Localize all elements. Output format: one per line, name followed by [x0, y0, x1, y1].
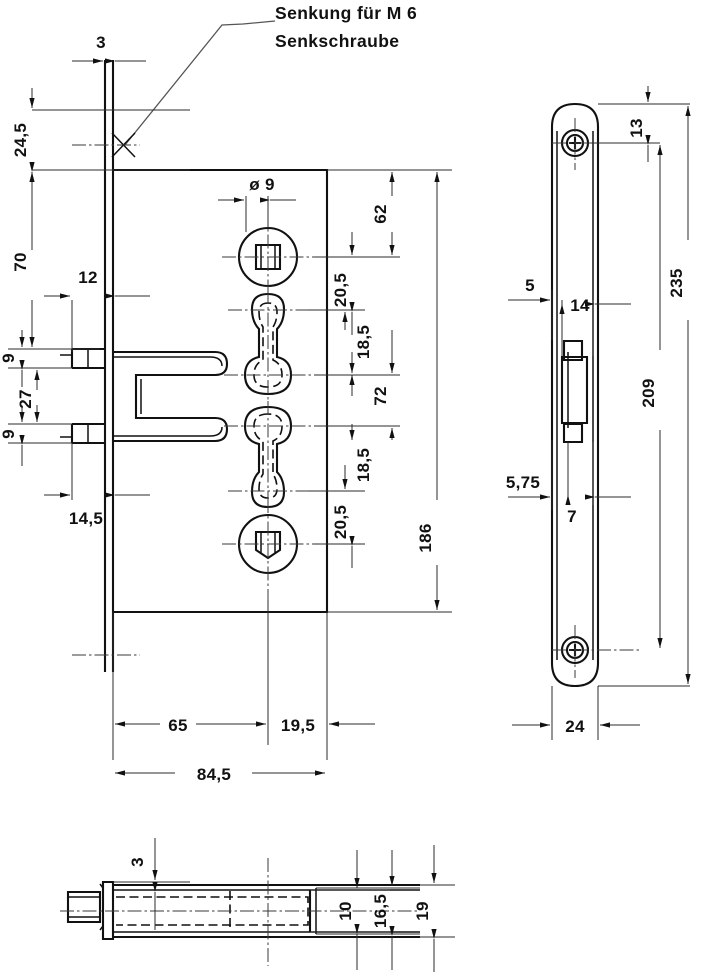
dim-5-75: 5,75 [506, 440, 553, 510]
dim-19-5-label: 19,5 [281, 716, 315, 735]
dim-7: 7 [565, 442, 631, 526]
screw-hole-bottom [552, 625, 640, 678]
side-view-faceplate-outline [550, 102, 600, 688]
front-view-case-outline [113, 168, 329, 614]
bottom-view-bolt-stub [66, 890, 102, 924]
dim-84-5: 84,5 [115, 765, 325, 784]
dim-18-5-top-label: 18,5 [354, 325, 373, 359]
dim-13: 13 [588, 86, 690, 162]
dim-b-19: 19 [413, 845, 455, 972]
dim-b-16-5-label: 16,5 [371, 894, 390, 928]
dim-65-label: 65 [168, 716, 188, 735]
dim-b-10-label: 10 [336, 901, 355, 921]
dim-24-5-label: 24,5 [11, 123, 30, 157]
dim-84-5-label: 84,5 [197, 765, 231, 784]
dim-14-5: 14,5 [44, 443, 150, 528]
note-senkung-line2: Senkschraube [275, 31, 399, 51]
dim-9-bot-label: 9 [0, 429, 18, 439]
dim-14: 14 [559, 296, 631, 356]
dim-20-5-bot-label: 20,5 [331, 505, 350, 539]
dim-12-label: 12 [78, 268, 98, 287]
bottom-view-faceplate [99, 880, 115, 941]
dim-20-5-top: 20,5 [308, 232, 365, 335]
dim-14-label: 14 [570, 296, 590, 315]
dim-14-5-label: 14,5 [69, 509, 103, 528]
dim-13-label: 13 [627, 118, 646, 138]
dim-5-75-label: 5,75 [506, 473, 540, 492]
spindle-hole-bottom [222, 499, 314, 600]
front-view: 3 24,5 70 12 [0, 33, 452, 784]
dim-62-label: 62 [371, 204, 390, 224]
dim-24-label: 24 [565, 717, 585, 736]
dim-235: 235 [598, 106, 691, 687]
dim-65: 65 [112, 600, 269, 760]
dim-diam-9-label: ø 9 [249, 175, 274, 194]
dim-209-label: 209 [639, 378, 658, 407]
dim-b-16-5: 16,5 [316, 850, 420, 970]
dim-70-label: 70 [11, 252, 30, 272]
dim-209: 209 [639, 145, 663, 648]
dim-235-label: 235 [667, 268, 686, 297]
note-senkung-line1: Senkung für M 6 [275, 3, 417, 23]
dim-19-5: 19,5 [281, 612, 375, 760]
dim-72: 72 [314, 330, 400, 440]
dim-3: 3 [72, 33, 146, 64]
dim-72-label: 72 [371, 386, 390, 406]
dim-5-label: 5 [525, 276, 535, 295]
dim-9-bot: 9 [0, 408, 72, 466]
front-view-faceplate [103, 60, 115, 672]
dim-24: 24 [512, 686, 640, 740]
dim-5: 5 [508, 276, 553, 340]
dim-27: 27 [16, 370, 40, 422]
dim-b-3-label: 3 [128, 857, 147, 867]
dim-12: 12 [44, 268, 150, 352]
dim-b-19-label: 19 [413, 901, 432, 921]
dim-186-label: 186 [416, 523, 435, 552]
dim-70: 70 [11, 169, 100, 350]
bottom-view: 3 10 16,5 19 [60, 838, 455, 972]
dim-18-5-bot-label: 18,5 [354, 448, 373, 482]
side-view: 13 235 209 5 14 [506, 86, 691, 740]
dim-186: 186 [327, 169, 452, 613]
dim-b-10: 10 [310, 850, 390, 970]
side-view-cutouts [560, 339, 589, 444]
dim-18-5-bot: 18,5 [349, 375, 373, 482]
dim-9-top-label: 9 [0, 353, 18, 363]
dim-3-label: 3 [96, 33, 106, 52]
dim-b-3: 3 [113, 838, 190, 930]
note-leader-line [124, 20, 276, 146]
dim-diam-9: ø 9 [218, 175, 296, 232]
note-senkung: Senkung für M 6 Senkschraube [111, 3, 417, 158]
dim-20-5-bot: 20,5 [308, 465, 365, 568]
dim-9-top: 9 [0, 330, 72, 387]
cylinder-hole-upper [224, 290, 314, 400]
dim-7-label: 7 [567, 507, 577, 526]
dim-20-5-top-label: 20,5 [331, 273, 350, 307]
dim-18-5-top: 18,5 [342, 312, 373, 373]
dim-27-label: 27 [16, 389, 35, 409]
